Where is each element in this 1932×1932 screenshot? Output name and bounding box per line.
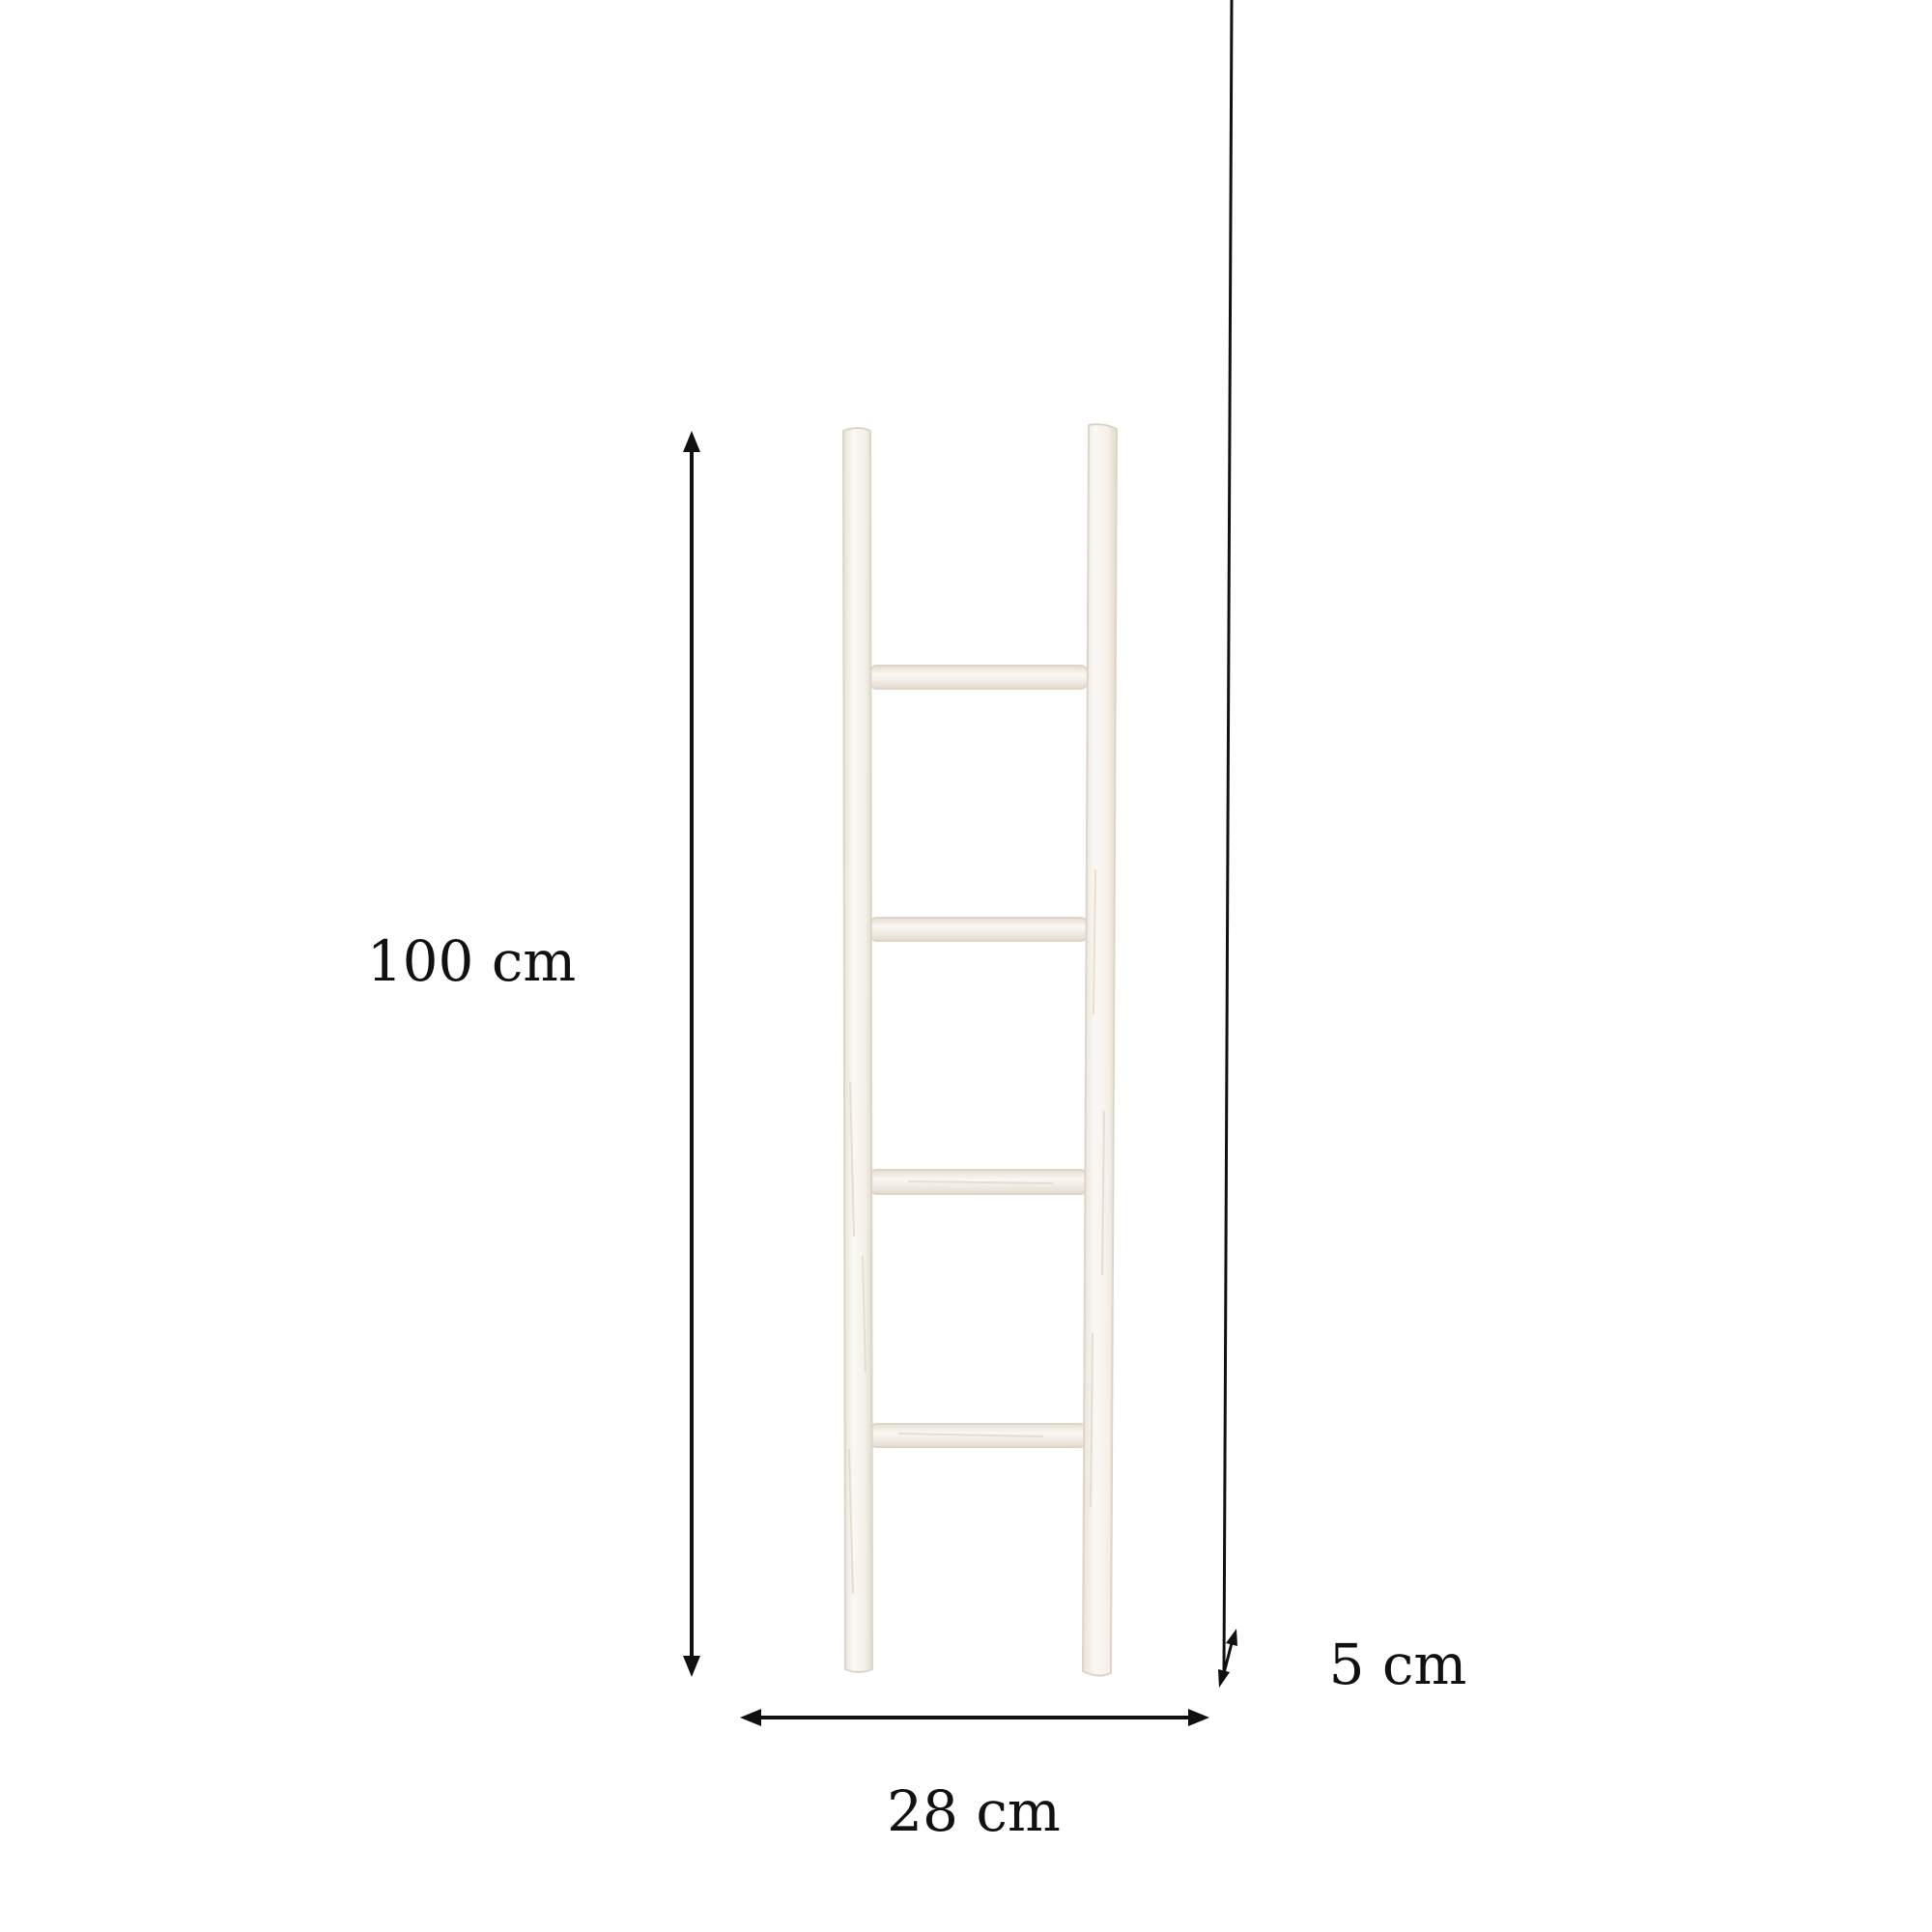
ladder-wood-grain	[848, 868, 1105, 1595]
height-dimension-arrow	[683, 431, 700, 1677]
ladder-rungs	[868, 665, 1089, 1448]
ladder-rung-2	[868, 917, 1089, 942]
height-label: 100 cm	[367, 928, 577, 994]
ladder-illustration	[841, 423, 1119, 1677]
width-dimension-arrow	[740, 1709, 1209, 1726]
depth-dimension-arrow	[1218, 0, 1237, 1688]
ladder-left-rail	[841, 427, 874, 1673]
depth-label: 5 cm	[1329, 1632, 1467, 1697]
ladder-right-rail	[1081, 423, 1119, 1677]
ladder-rung-1	[868, 665, 1089, 690]
width-label: 28 cm	[887, 1778, 1061, 1844]
